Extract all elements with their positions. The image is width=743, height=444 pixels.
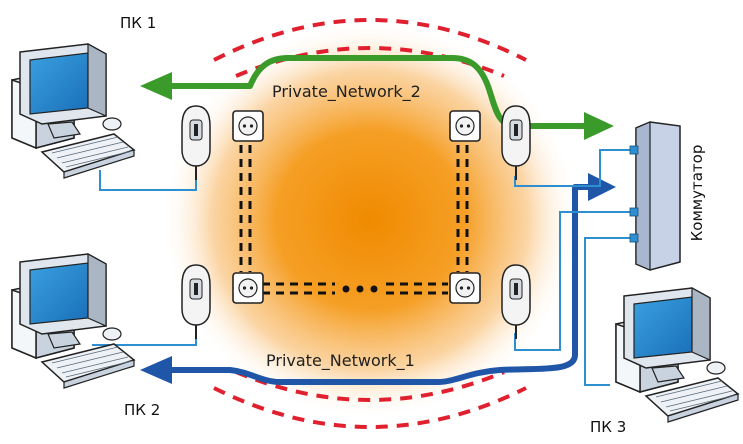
network-2-arrow-line [168,55,600,129]
switch-label: Коммутатор [688,144,706,242]
network-1-arrowhead-left [140,356,172,384]
inner-bottom-dashed-ring [235,370,505,402]
network-2-label: Private_Network_2 [272,82,421,101]
wall-socket-icon [449,110,481,142]
pc2-label: ПК 2 [124,401,161,419]
wall-socket-icon [232,110,264,142]
network-1-arrow-line [168,184,590,385]
outer-bottom-dashed-ring [213,386,527,429]
power-wiring [239,145,469,295]
wall-socket-icon [449,272,481,304]
desktop-computer-icon [11,43,135,179]
network-2-arrowhead-right [584,112,614,140]
network-2-arrowhead-left [140,72,172,100]
outer-top-dashed-ring [213,18,527,62]
network-switch-icon [629,121,681,271]
wall-socket-icon [232,272,264,304]
network-1-label: Private_Network_1 [266,351,415,370]
desktop-computer-icon [11,253,135,389]
network-1-arrowhead-right [588,173,616,201]
desktop-computer-icon [615,287,739,423]
pc1-label: ПК 1 [120,14,157,32]
pc3-label: ПК 3 [590,418,627,436]
ellipsis-icon [342,285,378,293]
